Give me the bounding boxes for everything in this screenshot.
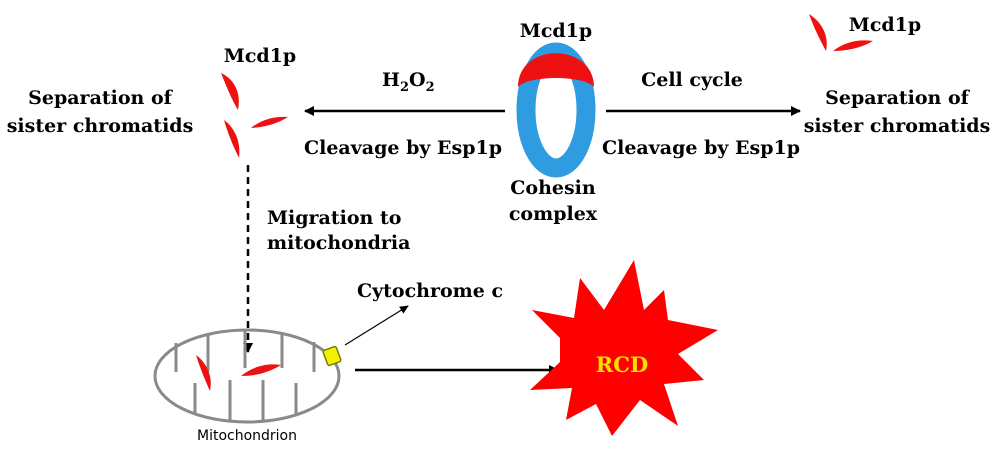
cristae: [174, 331, 316, 420]
cohesin-label-line2: complex: [509, 203, 598, 225]
left-mcd1p-label: Mcd1p: [224, 45, 296, 67]
right-cleavage-label: Cleavage by Esp1p: [602, 137, 800, 159]
mitochondrion-label: Mitochondrion: [197, 428, 297, 444]
right-mcd1p-fragments: [809, 14, 873, 51]
migration-label-line1: Migration to: [267, 207, 401, 229]
right-mcd1p-label: Mcd1p: [849, 14, 921, 36]
cytochrome-release-arrow: [344, 305, 409, 346]
h2o2-sub2: 2: [426, 80, 435, 95]
right-separation-line2: sister chromatids: [804, 115, 991, 137]
cytochrome-c-icon: [322, 345, 342, 367]
migration-label-line2: mitochondria: [267, 232, 410, 254]
left-cleavage-label: Cleavage by Esp1p: [304, 137, 502, 159]
rcd-starburst: [530, 260, 718, 436]
cohesin-ring: [516, 42, 596, 178]
right-separation-line1: Separation of: [825, 87, 970, 109]
cytochrome-c-label: Cytochrome c: [357, 280, 503, 302]
mitochondrion-outer-membrane: [153, 328, 341, 424]
left-fragment-1: [221, 73, 239, 110]
rcd-label: RCD: [596, 352, 648, 377]
mcd1p-cap: [518, 53, 594, 87]
h2o2-o: O: [409, 69, 426, 91]
h2o2-sub1: 2: [400, 80, 409, 95]
center-mcd1p-label: Mcd1p: [520, 20, 592, 42]
h2o2-h: H: [382, 69, 400, 91]
cohesin-label-line1: Cohesin: [510, 177, 596, 199]
left-fragment-2: [251, 116, 288, 128]
mito-mcd1p-fragment-1: [196, 355, 211, 391]
mitochondrion: [153, 328, 342, 424]
cell-cycle-label: Cell cycle: [641, 69, 743, 91]
right-fragment-1: [809, 14, 827, 51]
left-separation-line1: Separation of: [28, 87, 173, 109]
left-mcd1p-fragments: [221, 73, 288, 158]
cohesin-complex: [516, 42, 596, 178]
left-separation-line2: sister chromatids: [7, 115, 194, 137]
h2o2-label: H2O2: [382, 69, 435, 95]
mito-mcd1p-fragment-2: [241, 364, 281, 376]
left-fragment-3: [224, 120, 240, 158]
right-fragment-2: [833, 40, 873, 51]
